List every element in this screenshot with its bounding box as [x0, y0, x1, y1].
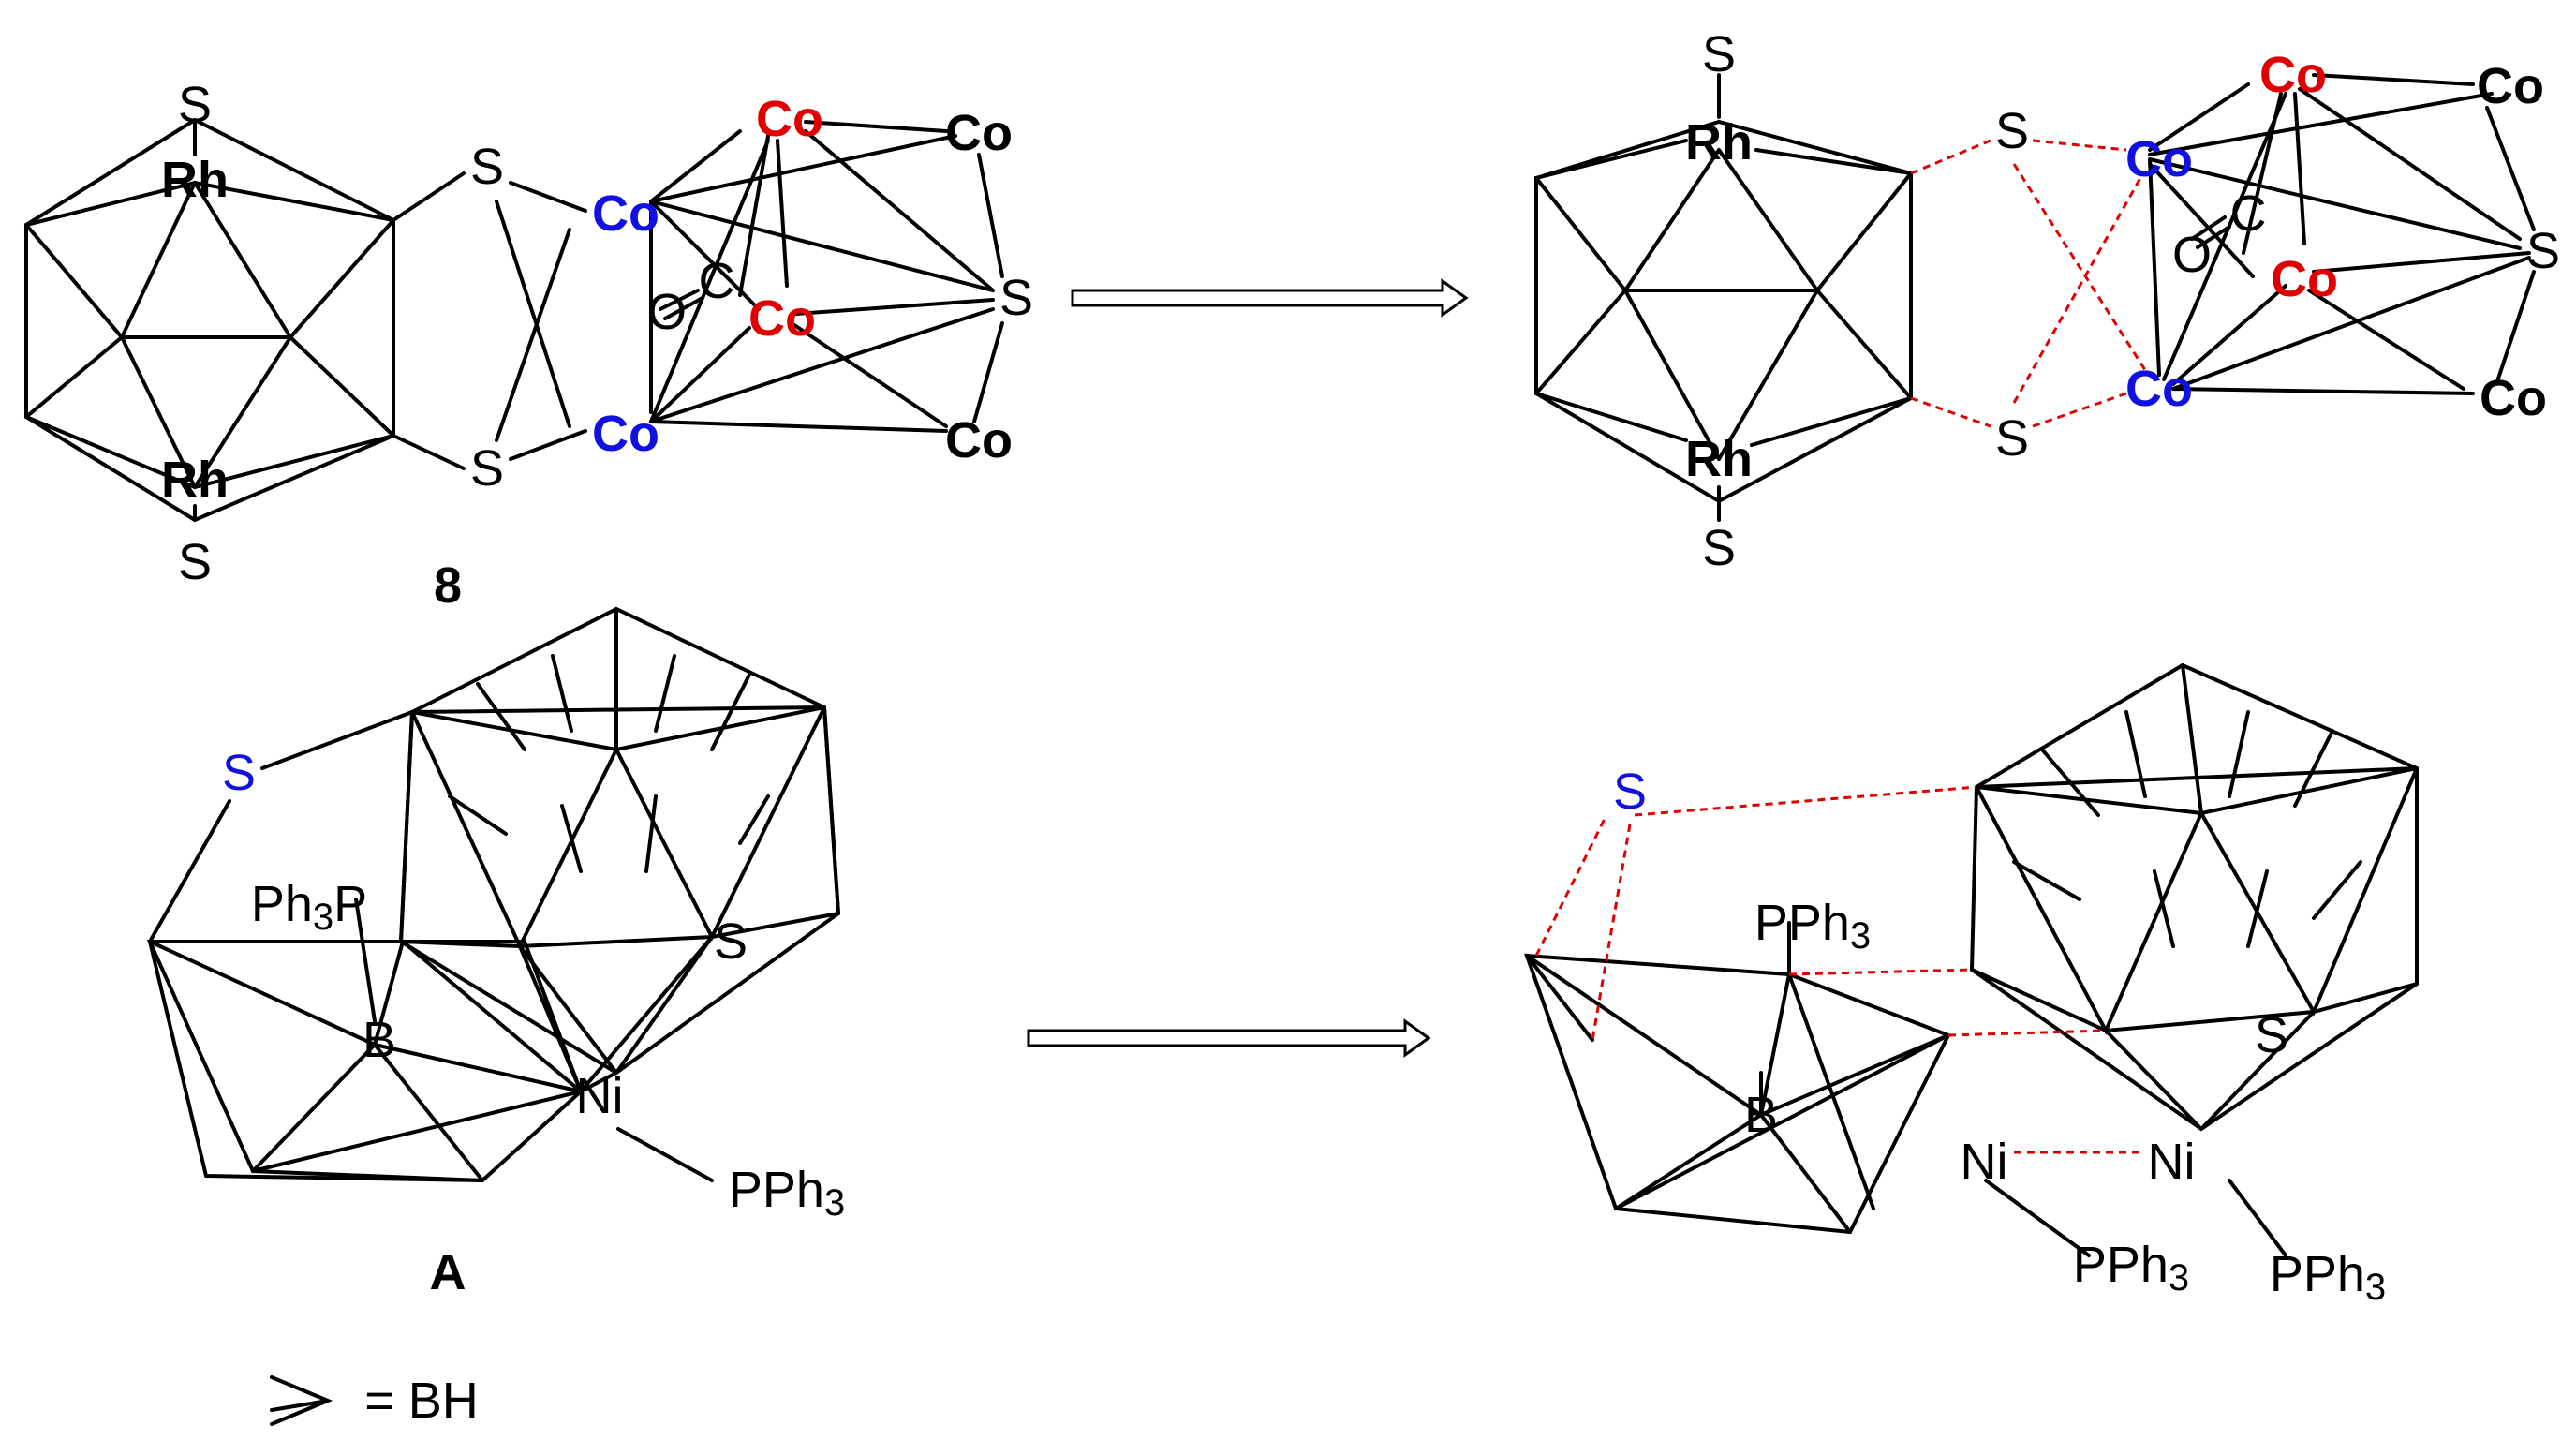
br-b-pph3-ligand: PPh3 [1754, 895, 1871, 957]
br-atom-b: B [1744, 1087, 1778, 1143]
tl-atom-s-bridge-top: S [470, 139, 504, 195]
tr-atom-o: O [2172, 227, 2212, 283]
top-product-structure: S Rh Rh S S S Co Co Co Co Co Co S O C [1534, 26, 2560, 576]
br-atom-s-blue: S [1613, 764, 1647, 820]
tr-atom-s-bridge-top: S [1995, 103, 2029, 159]
tr-atom-co-red-top: Co [2259, 47, 2327, 103]
tl-atom-co-black-top: Co [945, 105, 1013, 161]
bh-legend-text: = BH [364, 1373, 479, 1429]
tr-atom-c: C [2230, 186, 2267, 242]
br-atom-ni-right: Ni [2148, 1134, 2196, 1190]
tr-atom-rh-bottom: Rh [1685, 431, 1753, 487]
bottom-product-atoms: S S B Ni Ni [1613, 764, 2288, 1190]
tr-atom-s-top: S [1702, 26, 1736, 82]
bottom-product-structure: S S B Ni Ni PPh3 PPh3 PPh3 [1524, 662, 2419, 1308]
tl-atom-co-black-bottom: Co [945, 412, 1013, 468]
tr-atom-co-blue-top: Co [2125, 131, 2193, 187]
bl-atom-ni: Ni [576, 1068, 624, 1124]
tl-atom-rh-top: Rh [161, 152, 229, 208]
bh-vertex-symbol-icon [270, 1375, 333, 1426]
tl-atom-s-cluster: S [999, 270, 1033, 326]
bl-b-pph3-ligand: Ph3P [251, 876, 367, 938]
tr-atom-s-bottom: S [1702, 520, 1736, 576]
top-product-atoms: S Rh Rh S S S Co Co Co Co Co Co S O C [1685, 26, 2560, 576]
bl-atom-s-cage: S [714, 913, 748, 970]
tr-atom-co-black-top: Co [2477, 58, 2544, 114]
tl-atom-c: C [699, 253, 735, 309]
tl-atom-s-bottom: S [178, 534, 212, 590]
tl-atom-rh-bottom: Rh [161, 452, 229, 508]
compound-8-label: 8 [434, 557, 462, 614]
tl-atom-s-top: S [178, 77, 212, 133]
compound-8-atoms: S Rh Rh S S S Co Co Co Co Co Co S O C [161, 77, 1033, 590]
bl-ni-pph3-ligand: PPh3 [729, 1162, 845, 1224]
top-reaction-arrow [1071, 278, 1469, 318]
tr-atom-s-cluster: S [2526, 223, 2560, 279]
tl-atom-co-red-top: Co [756, 91, 823, 147]
tl-atom-o: O [647, 284, 687, 340]
tl-atom-co-blue-bottom: Co [592, 406, 659, 462]
bottom-reaction-arrow [1027, 1018, 1431, 1058]
bh-vertex-legend: = BH [270, 1373, 479, 1429]
bl-atom-b: B [363, 1012, 396, 1068]
compound-a-atoms: S S B Ni [222, 745, 748, 1124]
br-atom-s-cage: S [2255, 1007, 2288, 1063]
br-ni1-pph3-ligand: PPh3 [2073, 1237, 2189, 1299]
tr-atom-co-black-bottom: Co [2480, 370, 2547, 426]
tr-atom-rh-top: Rh [1685, 114, 1753, 171]
tr-atom-s-bridge-bottom: S [1995, 410, 2029, 467]
compound-a-label: A [430, 1244, 466, 1300]
compound-8-structure: S Rh Rh S S S Co Co Co Co Co Co S O C 8 [24, 77, 1033, 614]
compound-a-structure: S S B Ni Ph3P PPh3 A [146, 606, 845, 1300]
tr-atom-co-red-middle: Co [2271, 251, 2338, 307]
tr-atom-co-blue-bottom: Co [2125, 361, 2193, 417]
tl-atom-co-red-middle: Co [748, 290, 816, 347]
bl-atom-s-blue: S [222, 745, 256, 801]
br-ni2-pph3-ligand: PPh3 [2270, 1246, 2386, 1308]
tl-atom-s-bridge-bottom: S [470, 440, 504, 497]
br-atom-ni-left: Ni [1961, 1134, 2008, 1190]
tl-atom-co-blue-top: Co [592, 186, 659, 242]
